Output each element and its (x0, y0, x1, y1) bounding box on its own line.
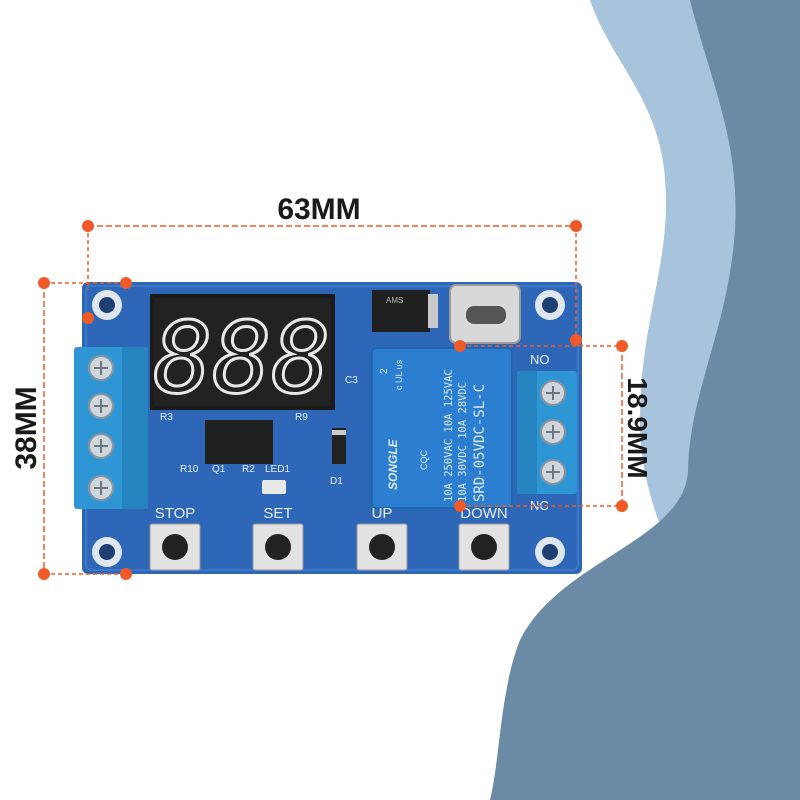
width-dimension (82, 220, 582, 346)
mounting-hole-br (535, 537, 565, 567)
opto-chip (205, 420, 273, 464)
relay-rating-1: 10A 250VAC 10A 125VAC (443, 369, 455, 502)
relay-ul: c UL us (394, 359, 404, 390)
button-label-up: UP (372, 505, 393, 522)
relay-terminal-block (517, 371, 577, 494)
mounting-hole-bl (92, 537, 122, 567)
label-r9: R9 (295, 412, 308, 423)
diode-d1 (332, 428, 346, 464)
relay-cert: CQC (419, 450, 429, 471)
height-label: 38MM (10, 386, 43, 469)
height-dimension (38, 277, 132, 580)
label-r10: R10 (180, 464, 199, 475)
seven-segment-display: 888 (150, 294, 335, 418)
svg-text:AMS: AMS (386, 296, 403, 305)
led-indicator (262, 480, 286, 494)
up-button[interactable] (356, 523, 408, 571)
label-r2: R2 (242, 464, 255, 475)
power-terminal-block (74, 347, 148, 509)
stop-button[interactable] (149, 523, 201, 571)
label-led1: LED1 (265, 464, 290, 475)
label-q1: Q1 (212, 464, 226, 475)
set-button[interactable] (252, 523, 304, 571)
relay-rating-2: 10A 30VDC 10A 28VDC (457, 382, 469, 502)
relay-num: 2 (379, 368, 390, 374)
button-label-down: DOWN (460, 505, 508, 522)
label-c3: C3 (345, 375, 358, 386)
relay-brand: SONGLE (386, 438, 400, 490)
relay: SONGLE 10A 250VAC 10A 125VAC 10A 30VDC 1… (371, 347, 513, 509)
relay-model: SRD-05VDC-SL-C (472, 384, 488, 502)
mounting-hole-tr (535, 290, 565, 320)
label-r3: R3 (160, 412, 173, 423)
relay-height-dimension (454, 340, 628, 512)
usb-connector (449, 284, 521, 344)
background-wave-dark (490, 0, 800, 800)
voltage-regulator: AMS (372, 290, 438, 332)
button-label-set: SET (263, 505, 292, 522)
terminal-label-no: NO (530, 352, 550, 367)
label-d1: D1 (330, 476, 343, 487)
display-digits: 888 (153, 302, 330, 416)
width-label: 63MM (277, 193, 360, 226)
down-button[interactable] (458, 523, 510, 571)
button-label-stop: STOP (155, 505, 196, 522)
relay-height-label: 18.9MM (622, 377, 653, 478)
buttons-row: STOP SET UP DOWN (149, 505, 510, 571)
mounting-hole-tl (92, 290, 122, 320)
